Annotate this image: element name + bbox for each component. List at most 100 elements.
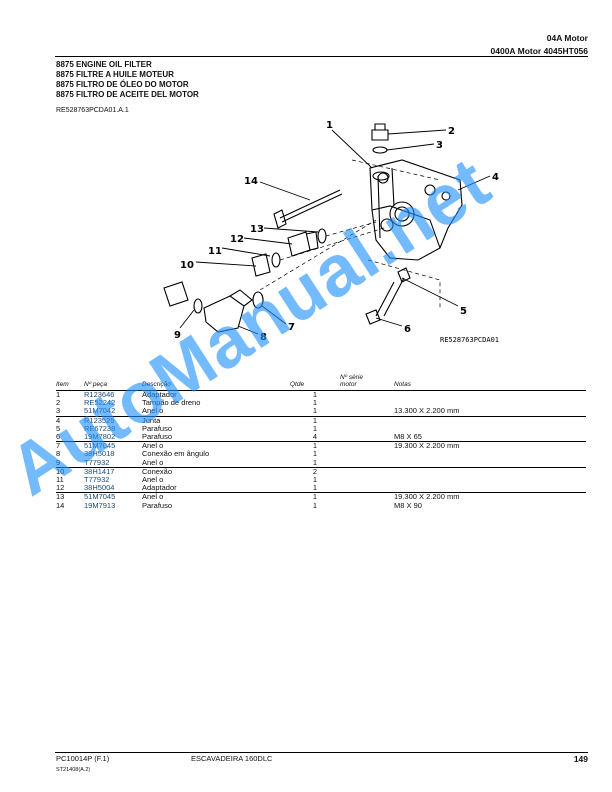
part-number-link[interactable]: 51M7042 (84, 406, 116, 416)
part-description: Conexão em ângulo (142, 449, 210, 459)
bolt-5 (383, 267, 411, 317)
angle-fitting-8 (203, 289, 253, 333)
serial-range (340, 502, 394, 510)
serial-range (340, 399, 394, 407)
part-quantity: 4 (312, 432, 318, 442)
section-title: 04A Motor (546, 33, 588, 43)
part-number-link[interactable]: 38H5004 (84, 483, 115, 493)
part-notes (394, 425, 586, 433)
col-notes: Notas (394, 374, 586, 391)
part-notes (394, 466, 586, 477)
part-description: Parafuso (142, 432, 173, 442)
serial-range (340, 441, 394, 451)
callout-7: 7 (288, 322, 295, 333)
part-description: Anel o (142, 406, 164, 416)
item-number: 4 (56, 415, 84, 425)
part-quantity: 1 (312, 449, 318, 459)
part-number-link[interactable]: R123525 (84, 415, 142, 425)
title-pt: 8875 FILTRO DE ÓLEO DO MOTOR (56, 80, 189, 89)
part-description: Anel o (142, 492, 290, 502)
callout-9: 9 (174, 330, 181, 341)
part-description: Anel o (142, 475, 164, 485)
part-notes: 13.300 X 2.200 mm (394, 406, 460, 416)
part-quantity: 1 (312, 398, 318, 408)
item-number: 8 (56, 449, 61, 459)
part-number-link[interactable]: 38H5018 (84, 449, 115, 459)
part-number-link[interactable]: 38H1417 (84, 466, 142, 477)
callout-3: 3 (436, 140, 443, 151)
part-quantity: 1 (312, 483, 318, 493)
part-number-link[interactable]: RE67238 (84, 423, 116, 433)
col-item: Item (56, 374, 84, 391)
part-description: Adaptador (142, 483, 177, 493)
table-header: Item Nº peça Descrição Qtde Nº série mot… (56, 374, 586, 391)
part-notes: 19.300 X 2.200 mm (394, 492, 586, 502)
figure-id: RE528763PCDA01 (440, 336, 499, 344)
part-notes (394, 415, 586, 425)
part-description: Parafuso (142, 500, 173, 510)
part-number-link[interactable]: RE52242 (84, 398, 116, 408)
page-titles: 8875 ENGINE OIL FILTER 8875 FILTRE A HUI… (56, 60, 199, 100)
part-notes: M8 X 65 (394, 432, 422, 442)
serial-range (340, 407, 394, 416)
part-description: Conexão (142, 466, 290, 477)
item-number: 14 (56, 500, 65, 510)
part-quantity: 1 (290, 492, 340, 502)
title-en: 8875 ENGINE OIL FILTER (56, 60, 152, 69)
part-number-link[interactable]: 51M7045 (84, 441, 142, 451)
adaptor-12 (287, 231, 319, 257)
item-number: 10 (56, 466, 84, 477)
part-notes (394, 459, 586, 468)
callout-6: 6 (404, 324, 411, 335)
callout-12: 12 (230, 234, 244, 245)
part-description: Junta (142, 415, 290, 425)
part-notes (394, 476, 586, 484)
serial-range (340, 433, 394, 442)
part-quantity: 1 (290, 415, 340, 425)
part-number-link[interactable]: T77932 (84, 457, 110, 467)
part-number-link[interactable]: T77932 (84, 475, 110, 485)
part-quantity: 1 (312, 475, 318, 485)
col-qty: Qtde (290, 374, 340, 391)
fitting-10a (251, 253, 271, 277)
callout-4: 4 (492, 172, 499, 183)
footer-rule (55, 752, 588, 753)
col-serial: Nº série motor (340, 374, 394, 391)
part-notes: M8 X 90 (394, 500, 422, 510)
part-description: Anel o (142, 441, 290, 451)
callout-5: 5 (460, 306, 467, 317)
callout-10: 10 (180, 260, 194, 271)
callout-8: 8 (260, 332, 267, 343)
drain-plug (371, 123, 389, 141)
part-description: Parafuso (142, 423, 173, 433)
parts-table: Item Nº peça Descrição Qtde Nº série mot… (56, 374, 586, 510)
callout-13: 13 (250, 224, 264, 235)
serial-range (340, 450, 394, 458)
page-number: 149 (573, 754, 588, 764)
part-notes (394, 450, 586, 458)
document-code: ST21408(A.2) (56, 767, 91, 773)
part-number-link[interactable]: 19M7913 (84, 500, 116, 510)
col-part-no: Nº peça (84, 374, 142, 391)
figure-reference: RE528763PCDA01.A.1 (56, 107, 129, 114)
part-number-link[interactable]: 51M7045 (84, 492, 142, 502)
item-number: 2 (56, 398, 61, 408)
part-description: Adaptador (142, 390, 177, 399)
o-ring-9 (193, 298, 203, 314)
part-number-link[interactable]: 19M7802 (84, 432, 116, 442)
part-number-link[interactable]: R123646 (84, 390, 115, 399)
item-number: 7 (56, 441, 84, 451)
serial-range (340, 492, 394, 502)
title-es: 8875 FILTRO DE ACEITE DEL MOTOR (56, 90, 199, 99)
part-quantity: 1 (312, 457, 318, 467)
